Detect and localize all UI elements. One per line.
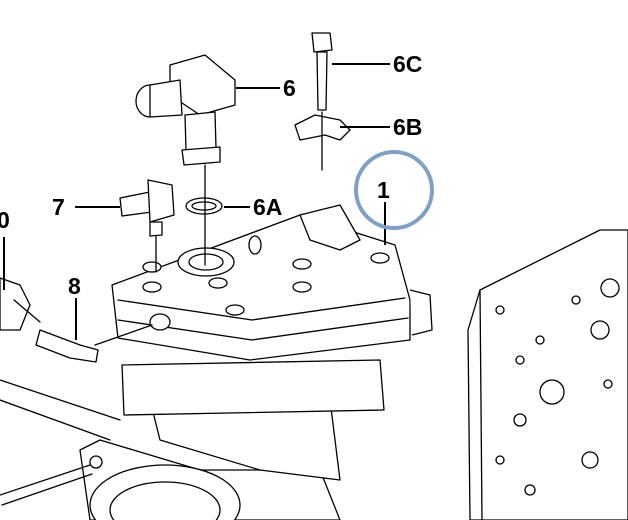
part-8-hose xyxy=(35,329,99,363)
label-6b: 6B xyxy=(393,114,422,140)
part-6-elbow xyxy=(135,54,236,166)
label-8: 8 xyxy=(68,273,81,299)
label-1: 1 xyxy=(377,177,390,203)
oring-inner xyxy=(191,201,217,211)
part-0-fitting xyxy=(0,277,41,331)
part-7-fitting xyxy=(119,179,175,237)
label-6c: 6C xyxy=(393,51,422,77)
label-6a: 6A xyxy=(253,194,282,220)
compressor-body xyxy=(0,359,385,520)
cylinder-head xyxy=(111,204,433,361)
part-6c-bolt xyxy=(311,32,333,111)
leader-lines xyxy=(3,63,390,340)
highlight-circle xyxy=(354,150,434,230)
engine-block xyxy=(467,229,628,520)
label-0: 0 xyxy=(0,207,10,233)
label-7: 7 xyxy=(52,194,65,220)
assembly-lines xyxy=(94,111,323,346)
label-6: 6 xyxy=(283,75,296,101)
